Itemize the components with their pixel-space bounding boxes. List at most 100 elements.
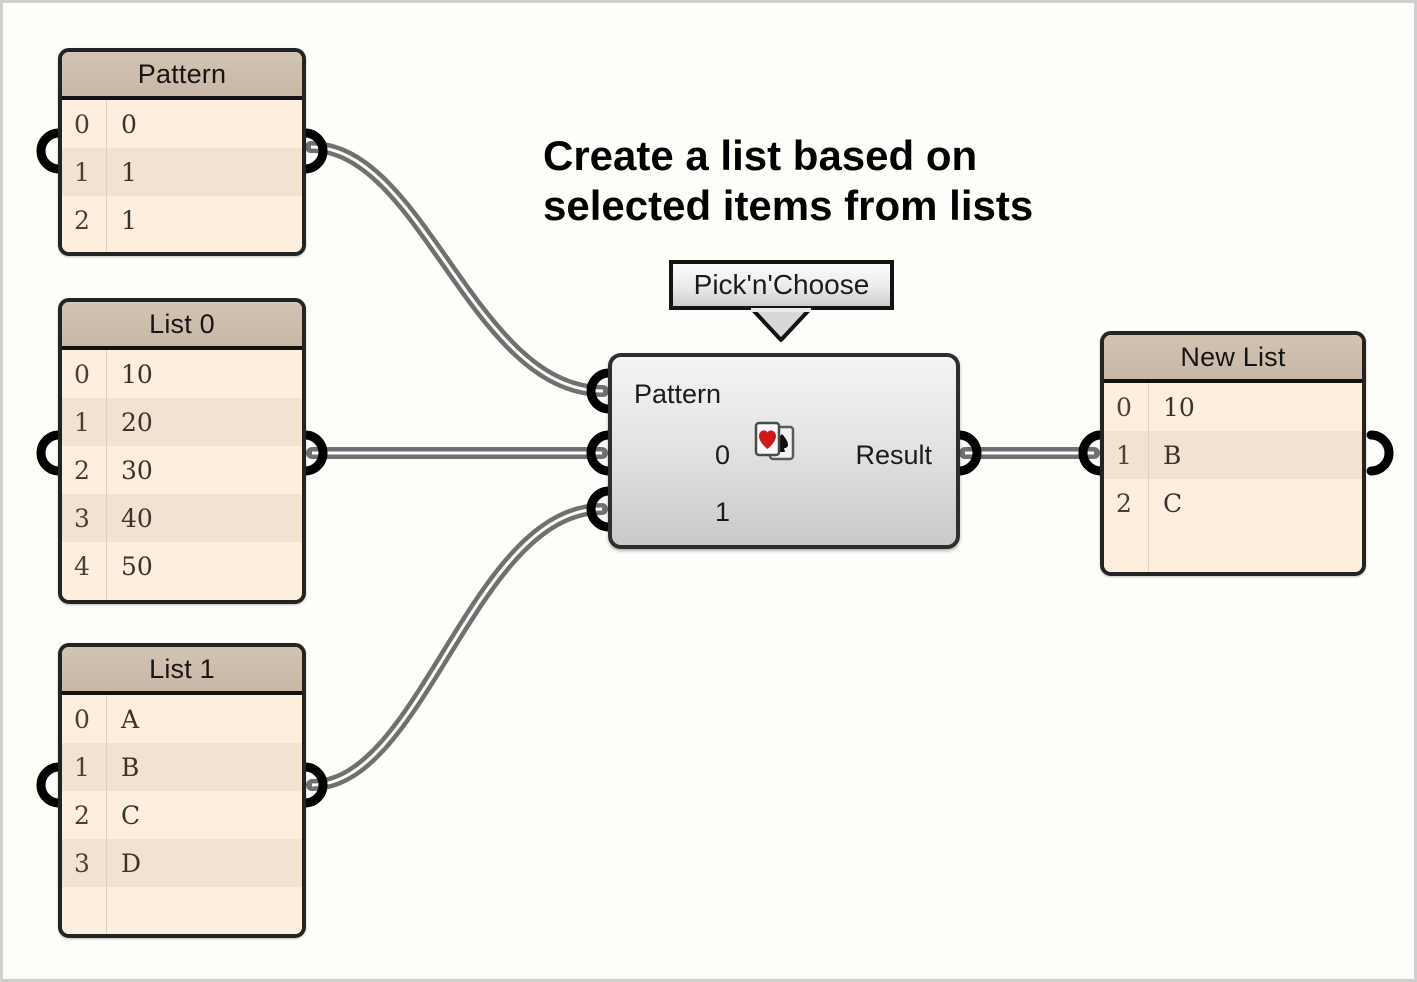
panel-newlist[interactable]: New List 0 10 1 B 2 C bbox=[1100, 331, 1366, 576]
column-divider bbox=[106, 494, 107, 542]
column-divider bbox=[1148, 383, 1149, 431]
row-index: 1 bbox=[74, 157, 90, 187]
port-list1-out bbox=[300, 762, 328, 808]
panel-list1-body: 0 A 1 B 2 C 3 D bbox=[62, 695, 302, 934]
table-row-filler bbox=[62, 590, 302, 600]
row-value: 1 bbox=[121, 205, 137, 235]
row-index: 4 bbox=[74, 551, 90, 581]
table-row-filler bbox=[1104, 527, 1362, 572]
page-title-line2: selected items from lists bbox=[543, 182, 1034, 229]
panel-list0-body: 0 10 1 20 2 30 3 40 4 50 bbox=[62, 350, 302, 600]
port-pattern-out bbox=[300, 128, 328, 174]
row-index: 0 bbox=[1116, 392, 1132, 422]
table-row[interactable]: 0 A bbox=[62, 695, 302, 743]
column-divider bbox=[106, 446, 107, 494]
panel-newlist-title: New List bbox=[1104, 335, 1362, 383]
column-divider bbox=[106, 590, 107, 600]
row-index: 1 bbox=[74, 407, 90, 437]
table-row[interactable]: 2 C bbox=[1104, 479, 1362, 527]
row-value: B bbox=[121, 752, 140, 782]
table-row[interactable]: 4 50 bbox=[62, 542, 302, 590]
tooltip-text: Pick'n'Choose bbox=[693, 269, 870, 300]
node-input-1[interactable]: 1 bbox=[714, 497, 730, 527]
panel-newlist-body: 0 10 1 B 2 C bbox=[1104, 383, 1362, 572]
row-value: 0 bbox=[121, 109, 137, 139]
row-value: C bbox=[1163, 488, 1183, 518]
table-row[interactable]: 1 B bbox=[1104, 431, 1362, 479]
row-value: 1 bbox=[121, 157, 137, 187]
port-node-in-1 bbox=[586, 486, 614, 532]
row-value: 40 bbox=[121, 503, 153, 533]
column-divider bbox=[106, 196, 107, 244]
column-divider bbox=[106, 148, 107, 196]
tooltip-tail-icon bbox=[751, 308, 811, 342]
table-row[interactable]: 0 0 bbox=[62, 100, 302, 148]
column-divider bbox=[1148, 431, 1149, 479]
page-title: Create a list based on selected items fr… bbox=[543, 131, 1033, 231]
column-divider bbox=[106, 398, 107, 446]
panel-list1[interactable]: List 1 0 A 1 B 2 C 3 D bbox=[58, 643, 306, 938]
row-index: 2 bbox=[74, 205, 90, 235]
table-row[interactable]: 2 C bbox=[62, 791, 302, 839]
row-index: 3 bbox=[74, 848, 90, 878]
column-divider bbox=[106, 244, 107, 252]
playing-cards-icon bbox=[754, 421, 795, 461]
row-value: D bbox=[121, 848, 142, 878]
row-index: 0 bbox=[74, 359, 90, 389]
row-index: 1 bbox=[74, 752, 90, 782]
node-input-pattern[interactable]: Pattern bbox=[634, 379, 722, 409]
table-row[interactable]: 1 1 bbox=[62, 148, 302, 196]
page-title-line1: Create a list based on bbox=[543, 132, 978, 179]
row-index: 2 bbox=[74, 800, 90, 830]
column-divider bbox=[106, 887, 107, 934]
row-index: 3 bbox=[74, 503, 90, 533]
panel-pattern[interactable]: Pattern 0 0 1 1 2 1 bbox=[58, 48, 306, 256]
column-divider bbox=[106, 350, 107, 398]
table-row[interactable]: 1 20 bbox=[62, 398, 302, 446]
column-divider bbox=[106, 791, 107, 839]
port-list0-out bbox=[300, 430, 328, 476]
table-row[interactable]: 2 30 bbox=[62, 446, 302, 494]
panel-pattern-title: Pattern bbox=[62, 52, 302, 100]
component-picknchoose[interactable]: Pattern 0 1 Result bbox=[608, 353, 960, 549]
node-output-result[interactable]: Result bbox=[855, 440, 932, 470]
row-value: 20 bbox=[121, 407, 153, 437]
table-row-filler bbox=[62, 244, 302, 252]
panel-pattern-body: 0 0 1 1 2 1 bbox=[62, 100, 302, 252]
column-divider bbox=[106, 695, 107, 743]
port-newlist-out bbox=[1366, 430, 1394, 476]
table-row[interactable]: 3 40 bbox=[62, 494, 302, 542]
column-divider bbox=[106, 100, 107, 148]
port-node-out bbox=[954, 430, 982, 476]
row-index: 0 bbox=[74, 704, 90, 734]
row-index: 2 bbox=[74, 455, 90, 485]
table-row[interactable]: 0 10 bbox=[62, 350, 302, 398]
row-index: 0 bbox=[74, 109, 90, 139]
port-list0-in bbox=[36, 430, 64, 476]
table-row-filler bbox=[62, 887, 302, 934]
row-value: 50 bbox=[121, 551, 153, 581]
wire-list1-to-node bbox=[306, 503, 608, 791]
table-row[interactable]: 3 D bbox=[62, 839, 302, 887]
column-divider bbox=[1148, 479, 1149, 527]
column-divider bbox=[106, 743, 107, 791]
panel-list1-title: List 1 bbox=[62, 647, 302, 695]
row-value: C bbox=[121, 800, 141, 830]
row-value: 10 bbox=[121, 359, 153, 389]
port-node-in-pattern bbox=[586, 368, 614, 414]
table-row[interactable]: 2 1 bbox=[62, 196, 302, 244]
port-pattern-in bbox=[36, 128, 64, 174]
panel-list0-title: List 0 bbox=[62, 302, 302, 350]
tooltip-label: Pick'n'Choose bbox=[669, 260, 894, 310]
column-divider bbox=[106, 839, 107, 887]
row-index: 1 bbox=[1116, 440, 1132, 470]
panel-list0[interactable]: List 0 0 10 1 20 2 30 3 40 bbox=[58, 298, 306, 604]
node-input-0[interactable]: 0 bbox=[714, 440, 730, 470]
port-newlist-in bbox=[1078, 430, 1106, 476]
row-index: 2 bbox=[1116, 488, 1132, 518]
table-row[interactable]: 1 B bbox=[62, 743, 302, 791]
column-divider bbox=[1148, 527, 1149, 572]
table-row[interactable]: 0 10 bbox=[1104, 383, 1362, 431]
port-list1-in bbox=[36, 762, 64, 808]
